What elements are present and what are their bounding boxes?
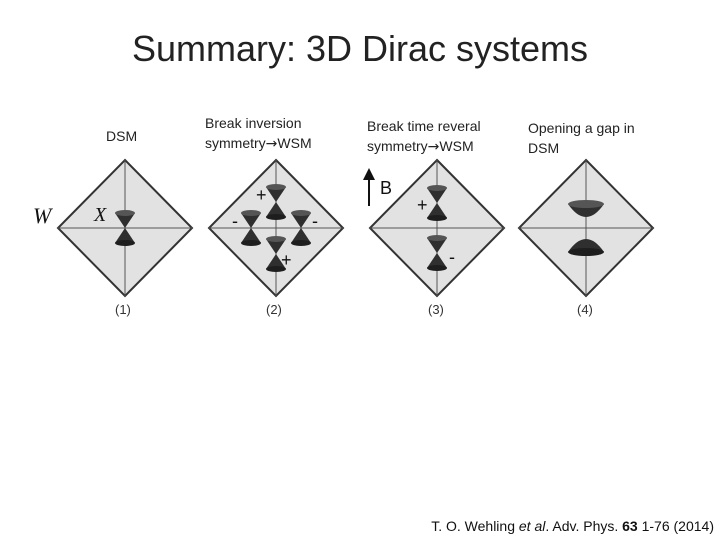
caption-dsm-text: DSM: [106, 128, 138, 144]
w-point-label: W: [33, 203, 52, 228]
slide-title: Summary: 3D Dirac systems: [131, 28, 589, 69]
caption-break-inversion-symmetry: symmetry: [205, 135, 266, 151]
panel-number-4: (4): [577, 302, 593, 317]
caption-break-inversion-wsm: WSM: [277, 135, 312, 151]
chirality-sign-p3-bottom: -: [449, 247, 455, 267]
panel-4-diamond: [517, 158, 655, 298]
chirality-sign-p2-bottom: +: [281, 250, 292, 270]
citation: T. O. Wehling et al. Adv. Phys. 63 1-76 …: [431, 518, 714, 534]
right-arrow-icon: →: [265, 136, 278, 152]
caption-break-time-symmetry: symmetry: [367, 138, 428, 154]
chirality-sign-p3-top: +: [417, 195, 428, 215]
panel-number-2: (2): [266, 302, 282, 317]
panel-number-1: (1): [115, 302, 131, 317]
panel-3-diamond: [363, 158, 506, 298]
caption-opening-gap: Opening a gap in DSM: [528, 118, 635, 158]
panel-1-diamond: [56, 158, 194, 298]
chirality-sign-p2-top: +: [256, 185, 267, 205]
gapped-bands: [568, 200, 604, 256]
panel-2-diamond: [207, 158, 345, 298]
citation-volume: 63: [622, 518, 638, 534]
b-field-label: B: [380, 178, 393, 198]
chirality-sign-p2-left: -: [232, 211, 238, 231]
caption-dsm: DSM: [106, 126, 137, 146]
caption-break-time-wsm: WSM: [439, 138, 474, 154]
caption-break-time-reversal: Break time reveral symmetry→WSM: [367, 116, 481, 157]
caption-break-inversion-line1: Break inversion: [205, 115, 302, 131]
chirality-sign-p2-right: -: [312, 211, 318, 231]
citation-journal: . Adv. Phys.: [545, 518, 623, 534]
caption-break-inversion: Break inversion symmetry→WSM: [205, 113, 312, 154]
citation-etal: et al: [518, 518, 546, 534]
caption-opening-gap-line2: DSM: [528, 140, 560, 156]
citation-authors: T. O. Wehling: [431, 518, 519, 534]
right-arrow-icon: →: [427, 139, 440, 155]
caption-opening-gap-line1: Opening a gap in: [528, 120, 635, 136]
x-point-label: X: [94, 204, 107, 226]
panel-number-3: (3): [428, 302, 444, 317]
arrow-up-icon: [363, 168, 375, 180]
caption-break-inversion-line2: symmetry→WSM: [205, 133, 312, 154]
caption-break-time-line1: Break time reveral: [367, 118, 481, 134]
caption-break-time-line2: symmetry→WSM: [367, 136, 481, 157]
citation-pages: 1-76 (2014): [637, 518, 714, 534]
